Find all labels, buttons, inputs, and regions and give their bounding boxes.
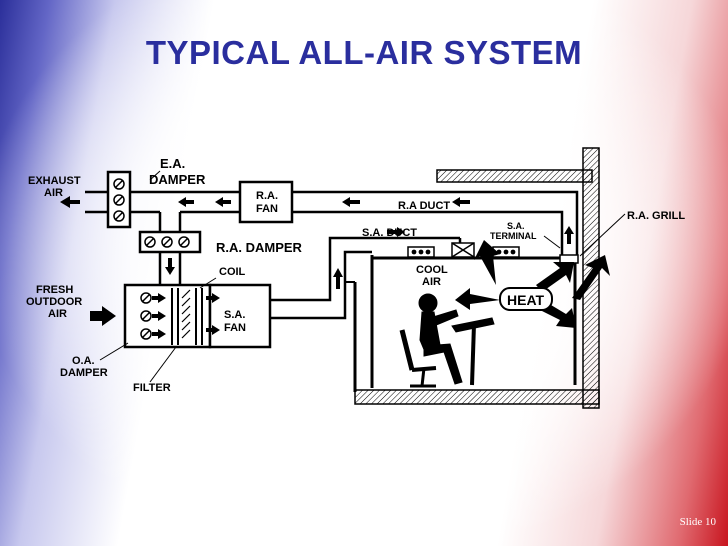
sa-terminal-label-1: S.A.: [507, 221, 525, 231]
filter-coil: [171, 288, 203, 345]
fresh-air-label-1: FRESH: [36, 284, 73, 296]
diffuser-icon: [407, 246, 520, 258]
ra-grill-label: R.A. GRILL: [627, 210, 685, 222]
exhaust-air-label-2: AIR: [44, 187, 63, 199]
ra-damper-blades: [144, 236, 190, 248]
ra-fan-label-2: FAN: [256, 203, 278, 215]
cool-air-label-1: COOL: [416, 264, 448, 276]
fresh-air-label-2: OUTDOOR: [26, 296, 82, 308]
slide-title: TYPICAL ALL-AIR SYSTEM: [145, 34, 583, 71]
person-icon: [399, 293, 495, 388]
slide-number: Slide 10: [679, 516, 716, 528]
ra-grill-icon: [559, 254, 579, 264]
cool-air-label-2: AIR: [422, 276, 441, 288]
sa-duct-label: S.A. DUCT: [362, 227, 417, 239]
ea-damper-label-1: E.A.: [160, 156, 185, 171]
diagram-labels: EXHAUST AIR E.A. DAMPER R.A. FAN R.A DUC…: [26, 156, 685, 394]
coil-label: COIL: [219, 266, 246, 278]
ea-damper-label-2: DAMPER: [149, 172, 206, 187]
ra-duct-label: R.A DUCT: [398, 200, 450, 212]
sa-terminal: [451, 242, 475, 258]
arrow-icon: [60, 196, 610, 339]
exhaust-air-label-1: EXHAUST: [28, 175, 81, 187]
sa-fan-label-1: S.A.: [224, 309, 245, 321]
building: [345, 147, 600, 409]
ra-fan-label-1: R.A.: [256, 190, 278, 202]
ea-damper-blades: [113, 178, 125, 222]
heat-label: HEAT: [507, 292, 545, 308]
leader-lines: [99, 170, 626, 383]
heat-badge: [499, 287, 553, 311]
oa-damper-blades: [140, 292, 152, 340]
sa-fan-label-2: FAN: [224, 322, 246, 334]
ra-damper-label: R.A. DAMPER: [216, 240, 303, 255]
fresh-air-label-3: AIR: [48, 308, 67, 320]
oa-damper-label-2: DAMPER: [60, 367, 108, 379]
filter-label: FILTER: [133, 382, 171, 394]
sa-terminal-label-2: TERMINAL: [490, 231, 537, 241]
oa-damper-label-1: O.A.: [72, 355, 95, 367]
